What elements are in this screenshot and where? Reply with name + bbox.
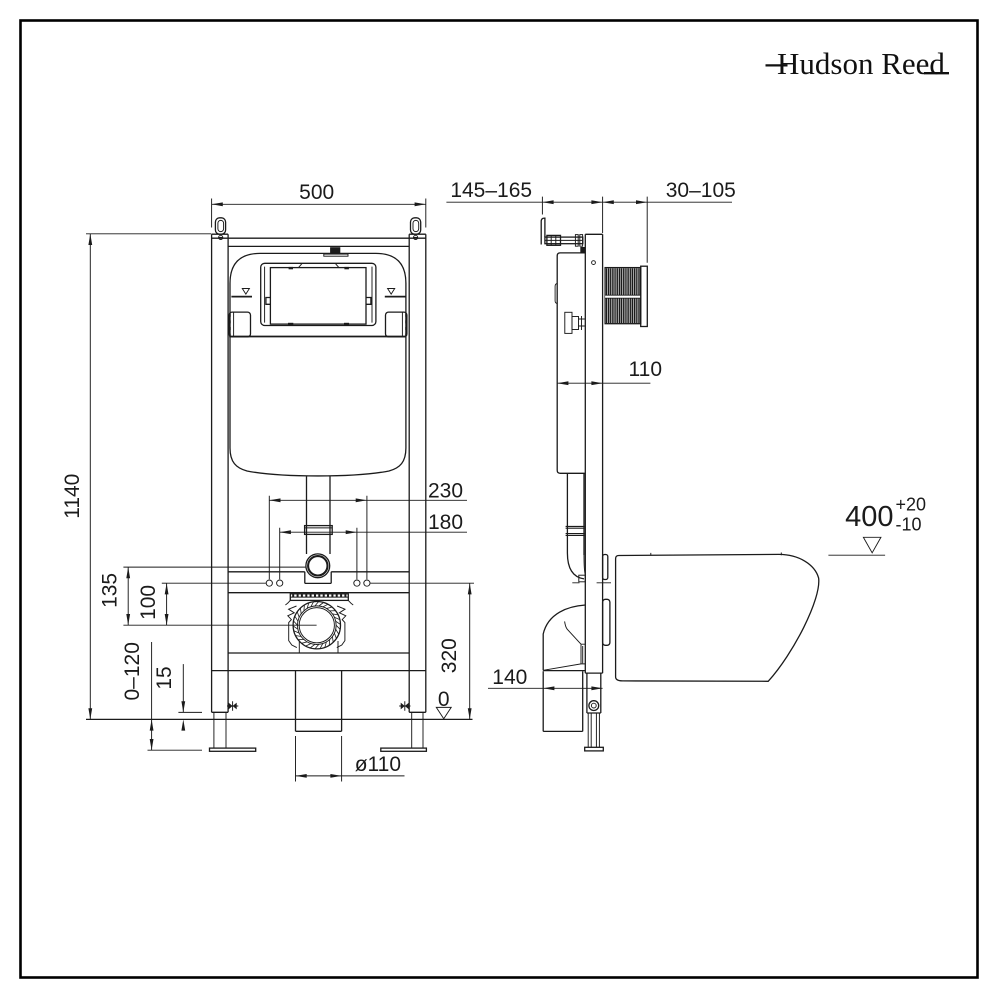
dim-fixing-inner-label: 180	[428, 511, 463, 534]
dim-frame-width: 500	[211, 181, 427, 228]
spacer-pads	[601, 553, 611, 646]
dim-frame-height-label: 1140	[61, 474, 84, 519]
window-clip	[288, 266, 293, 270]
water-level-marks	[231, 288, 406, 298]
wc-pan	[614, 552, 820, 682]
dim-wall-bracket: 145–165 30–105	[446, 179, 736, 263]
brand-logo: Hudson Reed	[765, 46, 949, 81]
flush-pipe-side	[565, 473, 611, 584]
dim-outlet-depth-label: 140	[492, 666, 527, 689]
top-fixing-tab	[323, 247, 349, 257]
pan-seat-marks	[650, 552, 782, 556]
waste-gasket-hatch	[292, 601, 341, 650]
dim-outlet-height-label: 320	[438, 638, 461, 673]
dim-rim-tol-minus: -10	[896, 515, 922, 535]
dim-rim-height-label: 400	[845, 501, 893, 533]
dim-leg-adjustment: 0–120	[121, 642, 202, 751]
dim-frame-width-label: 500	[299, 181, 334, 204]
soil-pipe-front	[294, 670, 343, 732]
flush-pipe	[303, 476, 333, 554]
dim-frame-height: 1140	[61, 233, 212, 720]
dim-wall-bracket-label: 145–165	[450, 179, 532, 202]
dim-outlet-depth: 140	[488, 666, 603, 691]
window-clip	[288, 322, 294, 326]
window-clip	[344, 266, 349, 270]
leg-clamp-screw	[399, 701, 411, 711]
serrated-rail	[285, 593, 354, 606]
window-clip	[344, 322, 349, 326]
dim-flushpipe-outlet-label: 135	[99, 573, 122, 608]
leg-clamp-screw	[227, 701, 239, 711]
frame-cross-lines	[166, 571, 474, 672]
dim-soil-pipe: ø110	[295, 736, 405, 782]
brand-logo-text: Hudson Reed	[777, 46, 945, 81]
side-view: 145–165 30–105	[446, 179, 926, 752]
cistern-side	[554, 252, 586, 474]
cistern-front	[229, 252, 407, 477]
dim-outlet-height: 320	[438, 583, 472, 720]
inlet-side-tabs	[228, 311, 408, 338]
front-view: 500 1140	[61, 181, 474, 782]
dim-fixing-inner: 180	[279, 511, 467, 580]
dim-leg-min: 15	[153, 664, 202, 731]
frame-legs	[208, 701, 428, 752]
window-side-notch	[265, 296, 271, 305]
wall-bracket	[540, 217, 584, 247]
page-border	[19, 19, 979, 979]
frame-rail-side	[580, 233, 604, 674]
dim-fixing-outlet: 100	[137, 582, 169, 626]
dim-cistern-depth-label: 110	[629, 358, 662, 381]
side-leg	[584, 673, 604, 752]
flush-elbow	[304, 553, 332, 585]
flush-plate-duct	[604, 265, 648, 328]
dim-fixing-outer: 230	[268, 479, 467, 580]
outlet-clamp-right	[336, 605, 347, 649]
dim-cistern-depth: 110	[557, 358, 662, 386]
window-side-notch	[366, 296, 372, 305]
outlet-clamp-left	[287, 605, 298, 649]
dim-rim-height: 400 +20 -10	[828, 495, 926, 556]
inspection-window	[260, 262, 377, 327]
floor-datum-label: 0	[438, 688, 450, 711]
dim-fixing-outlet-label: 100	[137, 585, 160, 620]
dim-leg-min-label: 15	[153, 666, 176, 689]
pan-fixing-holes	[265, 579, 371, 587]
dim-plate-depth-label: 30–105	[666, 179, 736, 202]
hanger-lugs	[214, 217, 422, 240]
soil-bend-side	[542, 604, 586, 733]
dim-flushpipe-outlet: 135	[99, 566, 317, 626]
dim-fixing-outer-label: 230	[428, 479, 463, 502]
floor-datum: 0	[435, 688, 453, 720]
dim-rim-tol-plus: +20	[896, 495, 927, 515]
dim-leg-adjustment-label: 0–120	[121, 642, 144, 700]
fill-valve	[564, 311, 585, 334]
dim-soil-pipe-label: ø110	[355, 753, 401, 776]
